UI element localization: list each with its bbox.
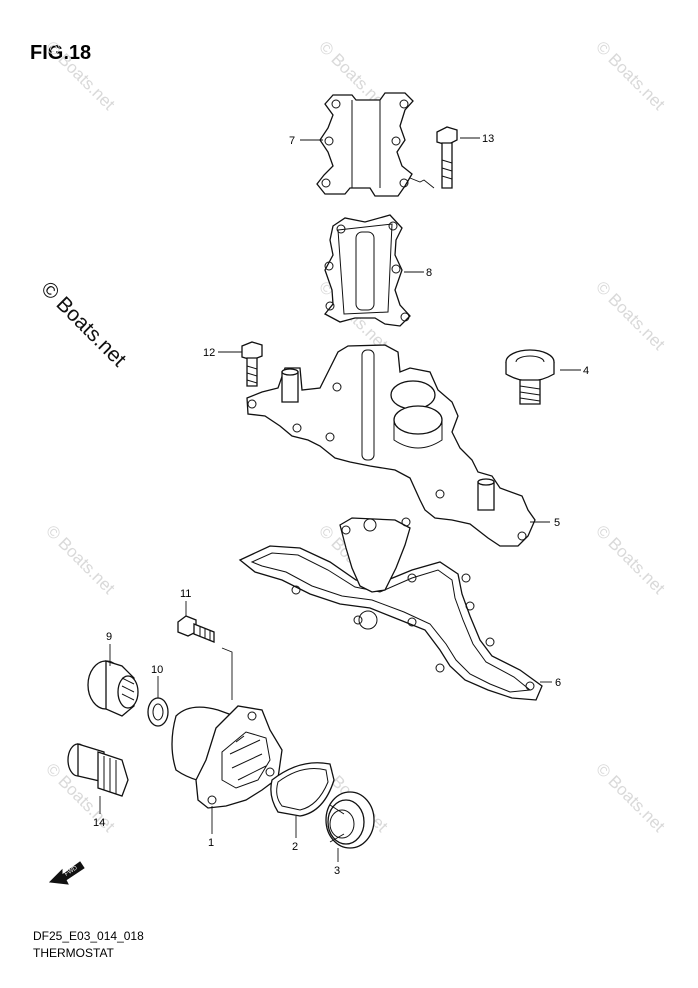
callout-13: 13 bbox=[482, 133, 494, 145]
callout-4: 4 bbox=[583, 365, 589, 377]
watermark: © Boats.net bbox=[592, 759, 669, 836]
watermark: © Boats.net bbox=[592, 521, 669, 598]
part-4-thermostat bbox=[505, 349, 555, 405]
watermark-main: © Boats.net bbox=[36, 277, 130, 371]
leader-lines bbox=[99, 137, 581, 862]
part-10-washer bbox=[147, 697, 169, 727]
part-14-fitting bbox=[67, 743, 129, 797]
watermark: © Boats.net bbox=[592, 277, 669, 354]
callout-8: 8 bbox=[426, 267, 432, 279]
watermark: © Boats.net bbox=[592, 37, 669, 114]
part-11-bolt bbox=[177, 615, 233, 700]
part-5-housing bbox=[246, 344, 536, 547]
callout-6: 6 bbox=[555, 677, 561, 689]
callout-5: 5 bbox=[554, 517, 560, 529]
callout-9: 9 bbox=[106, 631, 112, 643]
part-13-bolt bbox=[409, 126, 458, 189]
part-7-cover bbox=[316, 92, 414, 197]
watermark: © Boats.net bbox=[42, 37, 119, 114]
callout-2: 2 bbox=[292, 841, 298, 853]
part-12-bolt bbox=[241, 341, 263, 387]
fwd-arrow-icon: FWD bbox=[48, 861, 85, 885]
figure-title: FIG.18 bbox=[30, 42, 92, 64]
figure-code: DF25_E03_014_018 bbox=[33, 929, 144, 943]
part-2-o-ring bbox=[270, 762, 335, 817]
part-8-gasket bbox=[324, 214, 411, 327]
callout-14: 14 bbox=[93, 817, 105, 829]
figure-name: THERMOSTAT bbox=[33, 946, 114, 960]
callout-1: 1 bbox=[208, 837, 214, 849]
callout-11: 11 bbox=[180, 588, 191, 600]
callout-12: 12 bbox=[203, 347, 215, 359]
callout-3: 3 bbox=[334, 865, 340, 877]
part-9-plug bbox=[87, 660, 139, 717]
part-1-case bbox=[171, 705, 283, 809]
part-6-gasket bbox=[238, 517, 543, 701]
callout-10: 10 bbox=[151, 664, 163, 676]
callouts: 7 13 8 12 4 5 6 9 10 11 1 2 3 14 bbox=[93, 133, 589, 877]
part-3-cap bbox=[325, 791, 375, 849]
callout-7: 7 bbox=[289, 135, 295, 147]
watermark: © Boats.net bbox=[42, 521, 119, 598]
